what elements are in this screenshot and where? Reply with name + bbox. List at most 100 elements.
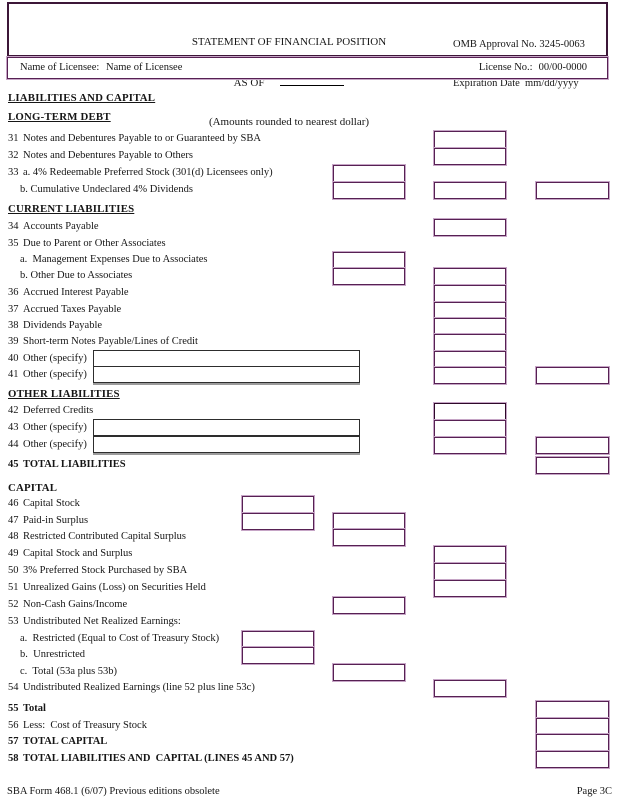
line-38: 38 Dividends Payable [0,317,624,336]
amount-box-37-b[interactable] [433,301,507,320]
amount-box-39-b[interactable] [433,333,507,352]
line-label: 3% Preferred Stock Purchased by SBA [23,565,188,576]
as-of-date-field[interactable] [280,75,345,86]
line-label: Capital Stock and Surplus [23,548,133,559]
page-number: Page 3C [576,786,612,797]
line-label: Notes and Debentures Payable to or Guara… [23,133,261,144]
sec-current-liabilities: CURRENT LIABILITIES [0,202,624,219]
specify-input-43[interactable] [93,419,360,436]
amount-box-32-b[interactable] [433,147,507,166]
line-number: 58 [8,753,19,764]
amount-box-45-c[interactable] [535,456,610,475]
amount-box-line-35b-b[interactable] [433,267,507,286]
amount-box-42-b[interactable] [433,402,507,422]
license-no-value[interactable]: 00/00-0000 [538,62,587,73]
section-heading-label: LIABILITIES AND CAPITAL [8,92,156,104]
amount-box-line-35a-a[interactable] [332,251,406,270]
section-heading-label: CAPITAL [8,482,58,494]
amount-box-31-b[interactable] [433,130,507,149]
line-53a: a. Restricted (Equal to Cost of Treasury… [0,630,624,649]
line-label: a. Restricted (Equal to Cost of Treasury… [20,633,220,644]
line-label: b. Cumulative Undeclared 4% Dividends [20,184,193,195]
amount-box-49-b[interactable] [433,545,507,564]
line-56: 56 Less: Cost of Treasury Stock [0,717,624,736]
line-label: b. Other Due to Associates [20,270,133,281]
line-number: 55 [8,703,19,714]
licensee-row: Name of Licensee: Name of Licensee Licen… [6,56,609,80]
as-of-label: AS OF [233,77,265,89]
line-number: 57 [8,736,19,747]
amount-box-52-a[interactable] [332,596,406,615]
specify-input-44[interactable] [93,436,360,453]
amount-box-56-c[interactable] [535,717,610,736]
amount-box-line-35b-a[interactable] [332,267,406,286]
amount-box-36-b[interactable] [433,284,507,303]
amount-box-47-a[interactable] [332,512,406,531]
amount-box-50-b[interactable] [433,562,507,581]
line-label: TOTAL LIABILITIES AND CAPITAL (LINES 45 … [23,753,294,764]
line-label: Capital Stock [23,498,80,509]
amount-box-line-33b-b[interactable] [433,181,507,200]
amount-box-41-c[interactable] [535,366,610,385]
line-number: 43 [8,422,19,433]
line-number: 51 [8,582,19,593]
amount-box-40-b[interactable] [433,350,507,369]
amount-box-51-b[interactable] [433,579,507,598]
amount-box-55-c[interactable] [535,700,610,719]
line-label: Less: Cost of Treasury Stock [23,720,147,731]
line-number: 47 [8,515,19,526]
amount-box-line-33b-c[interactable] [535,181,610,200]
line-number: 52 [8,599,19,610]
specify-input-40[interactable] [93,350,360,367]
amount-box-line-53a-d[interactable] [241,630,315,649]
amount-box-44-c[interactable] [535,436,610,455]
amount-box-54-b[interactable] [433,679,507,698]
amount-box-line-33b-a[interactable] [332,181,406,200]
amount-box-58-c[interactable] [535,750,610,769]
line-number: 38 [8,320,19,331]
as-of-line: AS OF [149,75,429,90]
amount-box-46-d[interactable] [241,495,315,514]
amount-box-57-c[interactable] [535,733,610,752]
licensee-name-value[interactable]: Name of Licensee [106,62,183,73]
amount-box-43-b[interactable] [433,419,507,438]
amount-box-44-b[interactable] [433,436,507,455]
line-number: 42 [8,405,19,416]
line-label: a. Management Expenses Due to Associates [20,254,208,265]
amount-box-line-53c-a[interactable] [332,663,406,682]
line-number: 56 [8,720,19,731]
line-label: Restricted Contributed Capital Surplus [23,531,187,542]
line-label: Other (specify) [23,353,87,364]
line-number: 37 [8,304,19,315]
title-block: STATEMENT OF FINANCIAL POSITION AS OF (A… [149,10,429,155]
line-label: Other (specify) [23,439,87,450]
line-label: Dividends Payable [23,320,103,331]
amount-box-41-b[interactable] [433,366,507,385]
amount-box-33-a[interactable] [332,164,406,183]
amount-box-line-53b-d[interactable] [241,646,315,665]
line-number: 31 [8,133,19,144]
specify-input-41[interactable] [93,366,360,383]
line-44: 44 Other (specify) [0,436,624,455]
line-number: 33 [8,167,19,178]
line-53b: b. Unrestricted [0,646,624,665]
line-label: b. Unrestricted [20,649,86,660]
line-number: 50 [8,565,19,576]
line-number: 39 [8,336,19,347]
amount-box-38-b[interactable] [433,317,507,336]
line-number: 44 [8,439,19,450]
amount-box-47-d[interactable] [241,512,315,531]
amount-box-34-b[interactable] [433,218,507,237]
line-label: Unrealized Gains (Loss) on Securities He… [23,582,206,593]
amount-box-48-a[interactable] [332,528,406,547]
